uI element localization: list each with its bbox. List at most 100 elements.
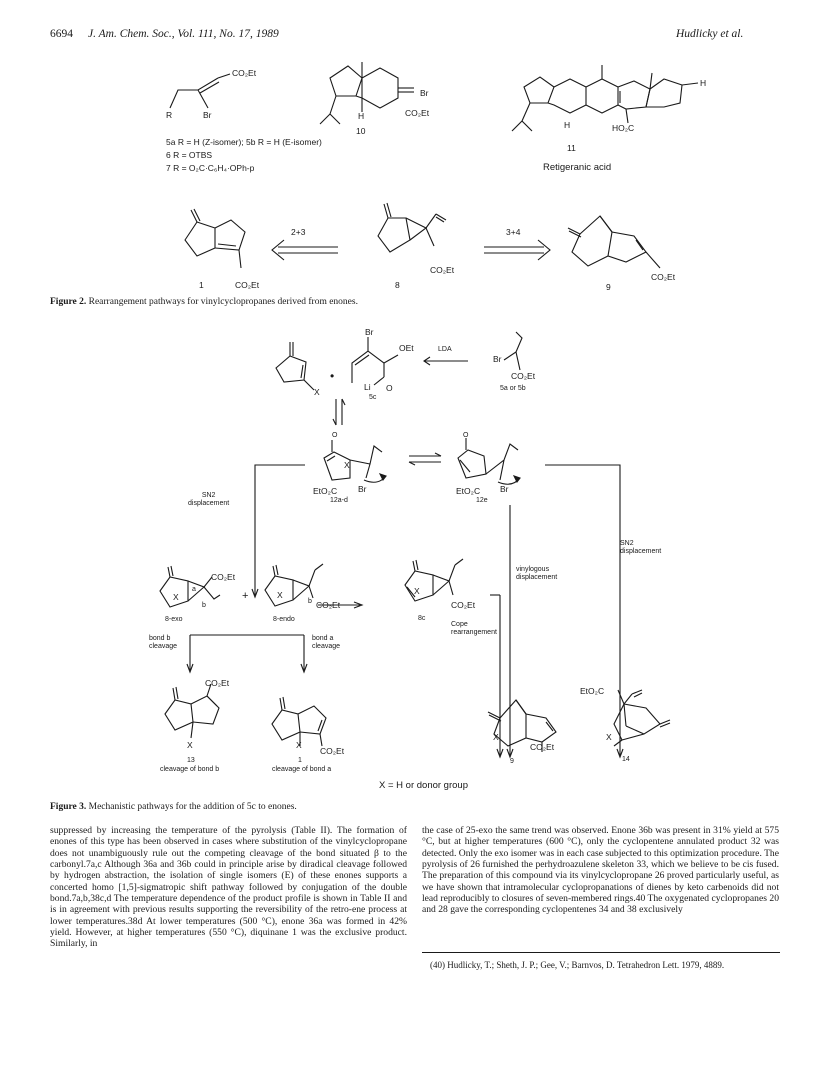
equilibrium-arrow-horizontal [408, 452, 442, 466]
label-13-x: X [187, 740, 193, 750]
label-12-eto2c: EtO₂C [313, 486, 338, 496]
label-sn2-right: SN2 displacement [620, 540, 662, 555]
label-11-number: 11 [567, 143, 576, 153]
label-cope: Cope rearrangement [451, 621, 497, 636]
plus-sign-2: + [242, 590, 249, 602]
label-12e-o: O [463, 432, 469, 439]
running-authors: Hudlicky et al. [676, 28, 744, 40]
structure-12e [457, 438, 521, 485]
label-8endo-co2et: CO₂Et [316, 600, 341, 610]
label-1b-desc: cleavage of bond a [272, 766, 332, 773]
label-5ab-br: Br [493, 354, 502, 364]
label-10-co2et: CO₂Et [405, 108, 430, 118]
structure-8 [377, 202, 447, 253]
legend-7: 7 R = O₂C·C₆H₄·OPh-p [166, 163, 255, 173]
structure-5c [351, 337, 399, 386]
structure-14 [613, 689, 671, 747]
structure-5ab [503, 331, 523, 371]
label-9-number: 9 [606, 282, 611, 292]
label-x-note: X = H or donor group [379, 780, 468, 791]
label-8exo-x: X [173, 592, 179, 602]
footnote-rule [422, 952, 780, 953]
structure-enone [275, 342, 315, 391]
label-5c-oet: OEt [399, 343, 414, 353]
label-5ab-number: 5a or 5b [500, 385, 526, 392]
figure-3-caption: Figure 3. Mechanistic pathways for the a… [50, 802, 297, 812]
legend-6: 6 R = OTBS [166, 150, 213, 160]
structure-8c [404, 558, 464, 602]
equilibrium-arrow-vertical [332, 398, 346, 426]
label-retigeranic-acid: Retigeranic acid [543, 162, 612, 173]
structure-13 [164, 683, 220, 739]
journal-citation: J. Am. Chem. Soc., Vol. 111, No. 17, 198… [88, 28, 279, 40]
label-8c-x: X [414, 586, 420, 596]
label-enone-x: X [314, 387, 320, 397]
label-8exo-co2et: CO₂Et [211, 572, 236, 582]
label-12e-br: Br [500, 484, 509, 494]
page-number: 6694 [50, 28, 73, 40]
label-11-ho2c: HO₂C [612, 123, 635, 133]
label-9b-x: X [493, 732, 499, 742]
label-5ab-co2et: CO₂Et [511, 371, 536, 381]
label-8endo-b: b [308, 598, 312, 605]
plus-sign: • [330, 369, 335, 383]
label-8exo-b: b [202, 602, 206, 609]
label-arrow-2plus3: 2+3 [291, 227, 306, 237]
label-10-number: 10 [356, 126, 366, 136]
label-14-number: 14 [622, 756, 630, 763]
body-text-right: the case of 25-exo the same trend was ob… [422, 825, 779, 916]
structure-12ad [323, 440, 387, 483]
label-lda: LDA [438, 346, 452, 353]
figure-2-caption: Figure 2. Rearrangement pathways for vin… [50, 297, 358, 307]
structure-9b [487, 699, 557, 752]
label-5c-li: Li [364, 382, 371, 392]
label-9-co2et: CO₂Et [651, 272, 676, 282]
label-8-number: 8 [395, 280, 400, 290]
body-text-left: suppressed by increasing the temperature… [50, 825, 407, 950]
legend-5: 5a R = H (Z-isomer); 5b R = H (E-isomer) [166, 137, 322, 147]
label-vinylogous: vinylogous displacement [516, 566, 558, 581]
label-12-br: Br [358, 484, 367, 494]
structure-5 [169, 73, 231, 109]
label-12e-number: 12e [476, 497, 488, 504]
label-13-co2et: CO₂Et [205, 678, 230, 688]
label-11-h: H [564, 120, 571, 130]
reaction-arrows [186, 464, 624, 759]
label-14-x: X [606, 732, 612, 742]
label-arrow-3plus4: 3+4 [506, 227, 521, 237]
label-13-number: 13 [187, 757, 195, 764]
structure-1 [184, 208, 246, 269]
label-1b-co2et: CO₂Et [320, 746, 345, 756]
structure-8exo [159, 565, 221, 608]
label-14-eto2c: EtO₂C [580, 686, 605, 696]
arrow-3plus4 [484, 239, 551, 261]
label-8endo-number: 8-endo [273, 616, 295, 623]
label-12-x: X [344, 460, 350, 470]
label-5-co2et: CO₂Et [232, 68, 257, 78]
label-bond-b: bond b cleavage [149, 635, 178, 650]
arrow-2plus3 [271, 239, 338, 261]
structure-9 [567, 215, 661, 269]
label-1b-number: 1 [298, 757, 302, 764]
label-5c-number: 5c [369, 394, 377, 401]
label-5c-br: Br [365, 327, 374, 337]
label-5c-o: O [386, 383, 393, 393]
label-10-br: Br [420, 88, 429, 98]
label-9b-co2et: CO₂Et [530, 742, 555, 752]
label-5-br: Br [203, 110, 212, 120]
label-11-h-right: H [700, 78, 707, 88]
label-8exo-number: 8-exo [165, 616, 183, 623]
label-8c-co2et: CO₂Et [451, 600, 476, 610]
label-13-desc: cleavage of bond b [160, 766, 220, 773]
label-12-o: O [332, 432, 338, 439]
label-sn2-left: SN2 displacement [188, 492, 230, 507]
structure-11 [511, 65, 699, 132]
label-12ad-number: 12a-d [330, 497, 348, 504]
label-10-h: H [358, 111, 365, 121]
structure-1b [271, 696, 327, 747]
structure-10 [319, 62, 414, 125]
label-1b-x: X [296, 740, 302, 750]
label-8c-number: 8c [418, 615, 426, 622]
label-9b-number: 9 [510, 758, 514, 765]
footnote-40: (40) Hudlicky, T.; Sheth, J. P.; Gee, V.… [430, 960, 725, 970]
